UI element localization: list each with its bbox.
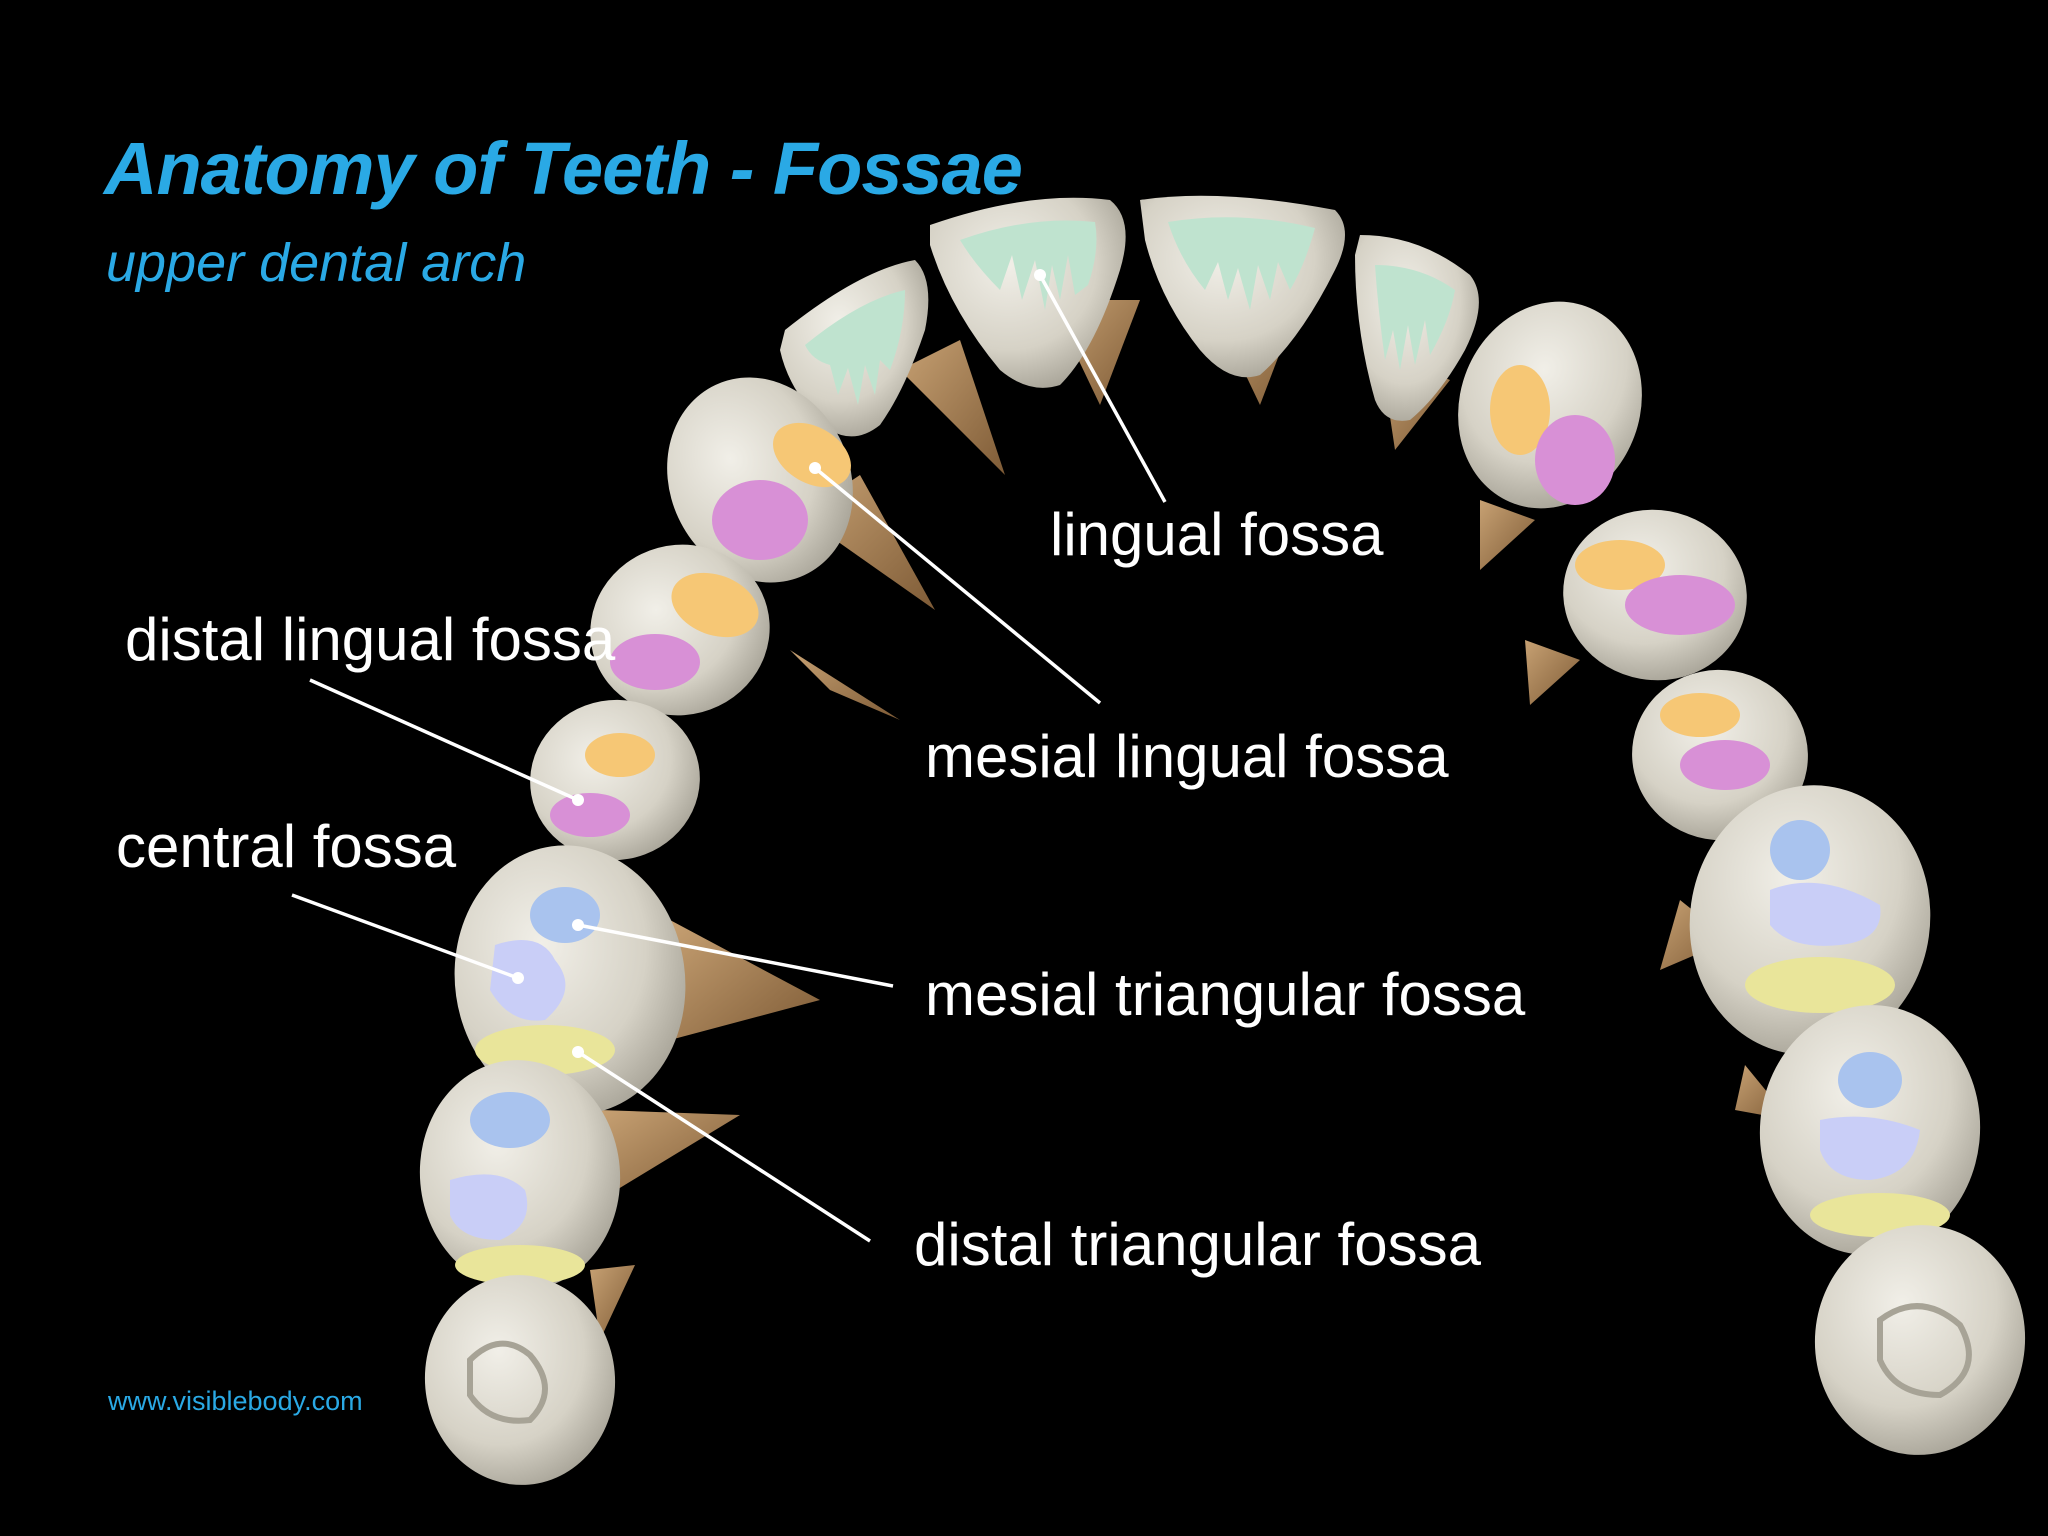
canine-upper-right: [1458, 301, 1642, 509]
label-distal-lingual-fossa: distal lingual fossa: [125, 606, 616, 673]
page-subtitle: upper dental arch: [106, 233, 527, 293]
molar-upper-left-third: [424, 1275, 616, 1485]
leader-lines: [291, 274, 1167, 1243]
leader-line-distal-triangular-fossa: [577, 1050, 871, 1243]
leader-line-lingual-fossa: [1038, 274, 1167, 503]
label-mesial-lingual-fossa: mesial lingual fossa: [925, 723, 1449, 790]
molar-upper-left-first: [454, 845, 686, 1115]
leader-dot: [572, 794, 584, 806]
leader-line-central-fossa: [291, 893, 519, 980]
page-title: Anatomy of Teeth - Fossae: [104, 127, 1023, 210]
incisor-upper-right-lateral: [1355, 235, 1479, 421]
root: [600, 1110, 740, 1200]
molar-upper-right-third: [1814, 1225, 2026, 1455]
root: [1480, 500, 1535, 570]
molar-upper-left-second: [419, 1060, 621, 1290]
canine-upper-left: [667, 377, 853, 583]
leader-dot: [512, 972, 524, 984]
leader-dot: [809, 462, 821, 474]
root: [1525, 640, 1580, 705]
root: [590, 1265, 635, 1340]
leader-dot: [1034, 269, 1046, 281]
credit-link[interactable]: www.visiblebody.com: [108, 1386, 363, 1416]
leader-dot: [572, 1046, 584, 1058]
premolar-upper-left-first: [590, 544, 770, 716]
premolar-upper-left-second: [530, 699, 700, 861]
root: [790, 650, 900, 720]
leader-dot: [572, 919, 584, 931]
leader-line-mesial-lingual-fossa: [813, 466, 1102, 705]
molar-upper-right-second: [1759, 1005, 1981, 1255]
molar-upper-right-first: [1689, 785, 1931, 1055]
root: [900, 340, 1005, 475]
root: [670, 920, 820, 1040]
label-mesial-triangular-fossa: mesial triangular fossa: [925, 961, 1526, 1028]
leader-line-distal-lingual-fossa: [309, 678, 579, 802]
premolar-upper-right-first: [1563, 509, 1747, 681]
leader-line-mesial-triangular-fossa: [577, 923, 894, 988]
label-central-fossa: central fossa: [116, 813, 457, 880]
label-distal-triangular-fossa: distal triangular fossa: [914, 1211, 1481, 1278]
leader-dots: [512, 269, 1046, 1058]
label-lingual-fossa: lingual fossa: [1050, 501, 1384, 568]
incisor-upper-right-central: [1140, 195, 1345, 378]
incisor-upper-left-lateral: [780, 260, 929, 437]
